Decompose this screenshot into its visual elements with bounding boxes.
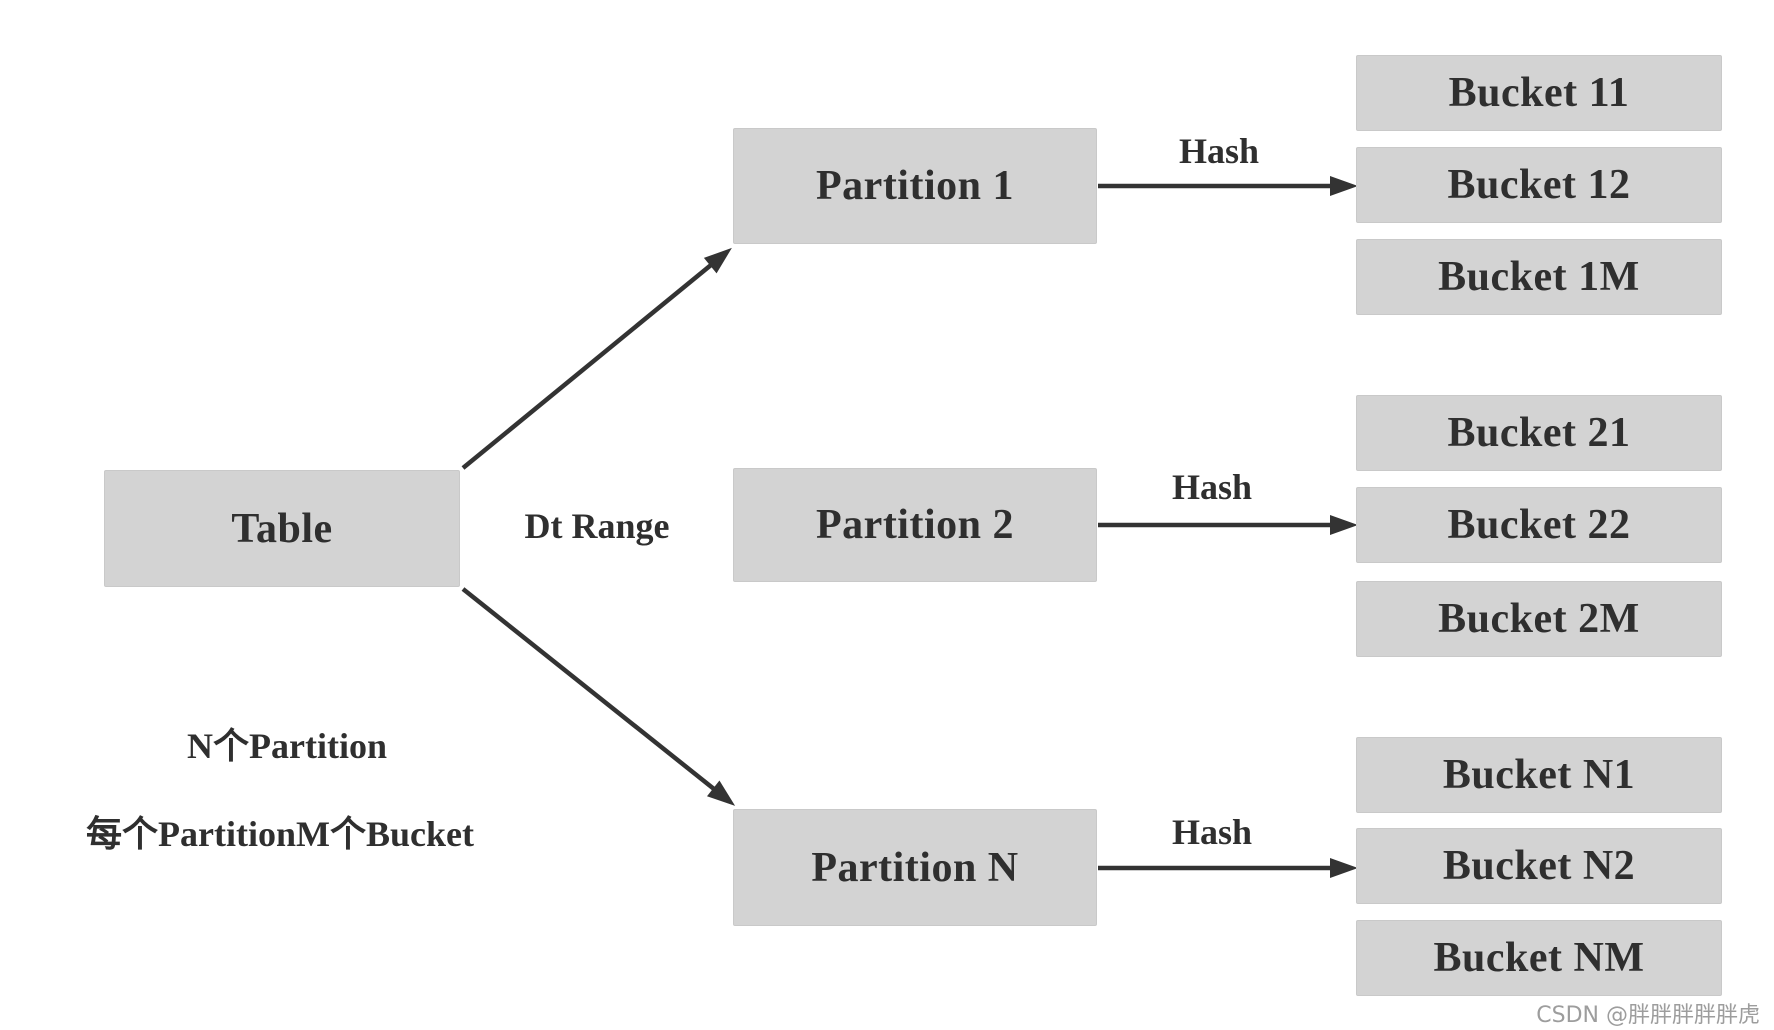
arrow-table-to-partition-n — [461, 587, 736, 806]
bucket-2m-node: Bucket 2M — [1356, 581, 1722, 657]
bucket-n2-node: Bucket N2 — [1356, 828, 1722, 904]
bucket-21-label: Bucket 21 — [1447, 410, 1631, 456]
note-bucket-count: 每个PartitionM个Bucket — [86, 814, 474, 854]
table-label: Table — [231, 505, 333, 552]
bucket-n1-label: Bucket N1 — [1442, 752, 1636, 798]
bucket-n1-node: Bucket N1 — [1356, 737, 1722, 813]
bucket-12-label: Bucket 12 — [1447, 162, 1631, 208]
hash-label-1: Hash — [1178, 131, 1260, 171]
partition-2-label: Partition 2 — [816, 502, 1014, 548]
bucket-21-node: Bucket 21 — [1356, 395, 1722, 471]
bucket-11-label: Bucket 11 — [1448, 70, 1630, 116]
arrow-table-to-partition-1 — [461, 247, 732, 470]
hash-label-2: Hash — [1171, 467, 1253, 507]
bucket-nm-label: Bucket NM — [1433, 935, 1645, 981]
partition-1-node: Partition 1 — [733, 128, 1097, 244]
bucket-1m-label: Bucket 1M — [1438, 254, 1640, 300]
watermark: CSDN @胖胖胖胖胖虎 — [1536, 1003, 1760, 1028]
partition-n-node: Partition N — [733, 809, 1097, 926]
partition-1-label: Partition 1 — [816, 163, 1014, 209]
bucket-1m-node: Bucket 1M — [1356, 239, 1722, 315]
bucket-nm-node: Bucket NM — [1356, 920, 1722, 996]
partition-n-label: Partition N — [811, 844, 1019, 891]
bucket-11-node: Bucket 11 — [1356, 55, 1722, 131]
bucket-n2-label: Bucket N2 — [1442, 843, 1636, 889]
dt-range-label: Dt Range — [524, 506, 670, 546]
bucket-22-node: Bucket 22 — [1356, 487, 1722, 563]
note-partition-count: N个Partition — [187, 726, 387, 766]
hash-label-3: Hash — [1171, 812, 1253, 852]
bucket-2m-label: Bucket 2M — [1438, 596, 1640, 642]
table-node: Table — [104, 470, 460, 587]
bucket-22-label: Bucket 22 — [1447, 502, 1631, 548]
bucket-12-node: Bucket 12 — [1356, 147, 1722, 223]
partition-2-node: Partition 2 — [733, 468, 1097, 582]
